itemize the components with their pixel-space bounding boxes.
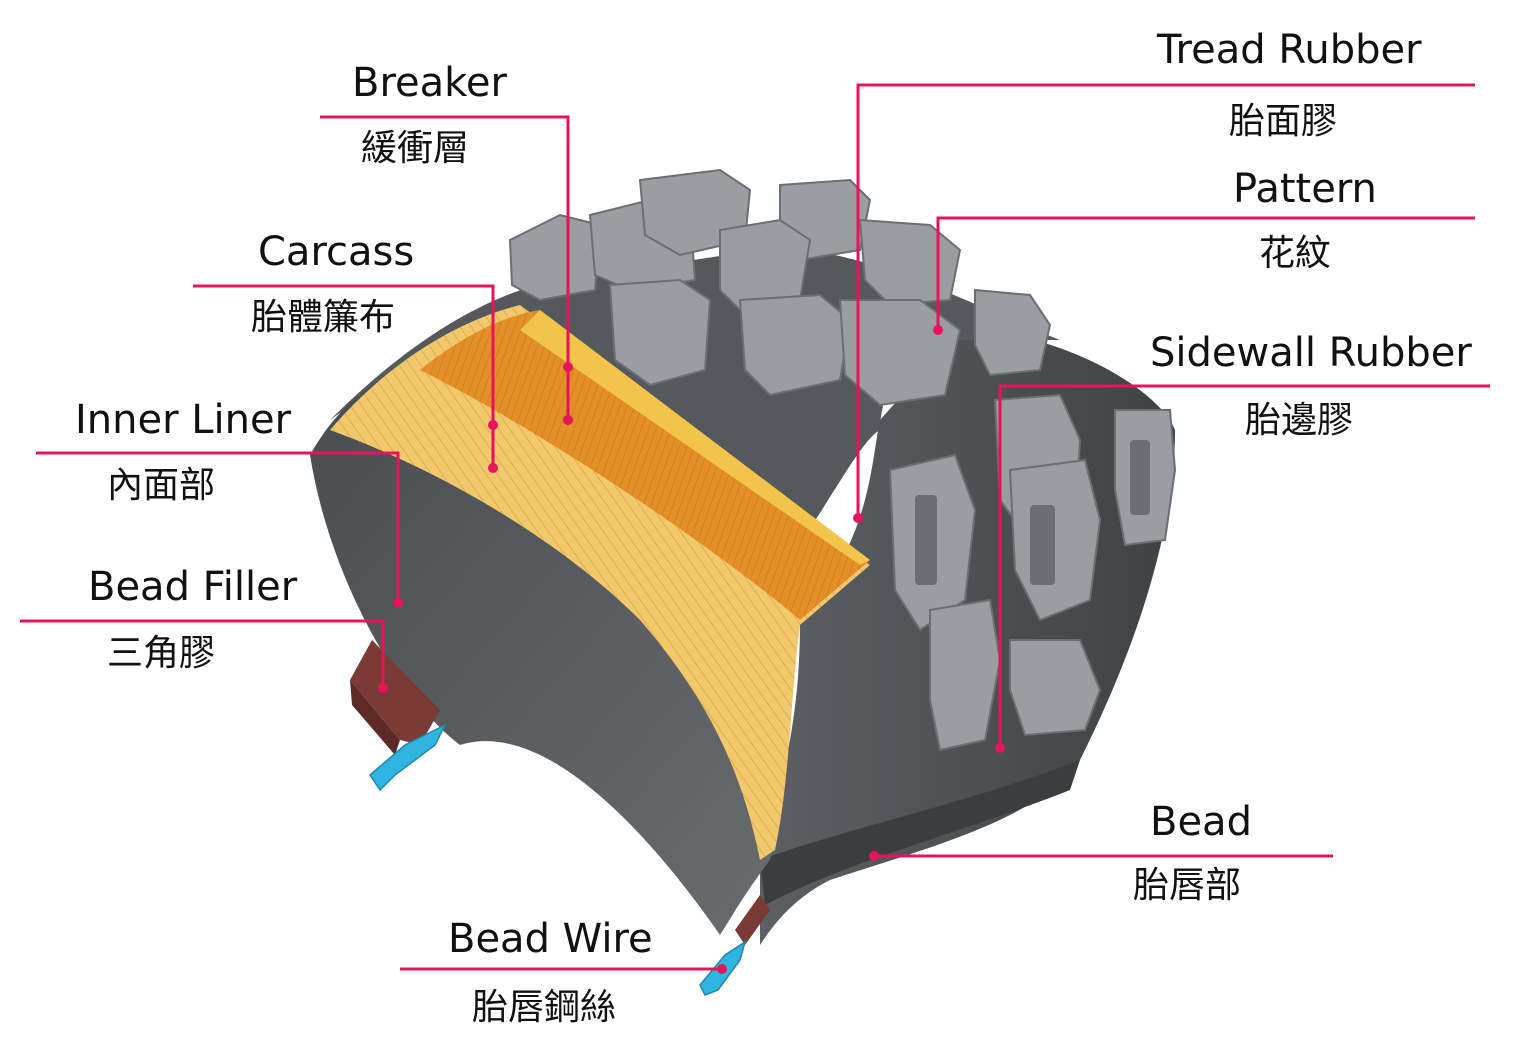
bead-leader-dot [869,851,879,861]
sidewall-rubber-label-en: Sidewall Rubber [1150,333,1472,373]
bead-label-zh: 胎唇部 [1133,868,1241,904]
breaker-label-en: Breaker [352,63,507,103]
inner-liner-label-en: Inner Liner [75,400,291,440]
carcass-label-zh: 胎體簾布 [251,300,395,336]
carcass-leader-dot-upper [488,420,498,430]
carcass-label-en: Carcass [258,232,414,272]
breaker-leader-dot [563,415,573,425]
pattern-label-en: Pattern [1233,169,1377,209]
bead-wire-label-zh: 胎唇鋼絲 [472,990,616,1026]
tread-rubber-label-zh: 胎面膠 [1229,104,1337,140]
tread-rubber-leader-dot [853,513,863,523]
carcass-leader-dot [488,463,498,473]
bead-filler-label-zh: 三角膠 [107,636,215,672]
inner-liner-leader-dot [393,598,403,608]
breaker-leader-dot-upper [563,362,573,372]
pattern-label-zh: 花紋 [1259,236,1331,272]
breaker-label-zh: 緩衝層 [361,131,469,167]
bead-wire-label-en: Bead Wire [448,919,653,959]
bead-wire-leader-dot [717,964,727,974]
sidewall-rubber-leader-dot [995,743,1005,753]
sidewall-rubber-label-zh: 胎邊膠 [1245,403,1353,439]
pattern-leader-dot [933,325,943,335]
inner-liner-label-zh: 內面部 [107,468,215,504]
bead-filler-leader-dot [378,683,388,693]
bead-filler-label-en: Bead Filler [88,567,297,607]
bead-label-en: Bead [1150,802,1252,842]
tread-rubber-label-en: Tread Rubber [1157,30,1422,70]
